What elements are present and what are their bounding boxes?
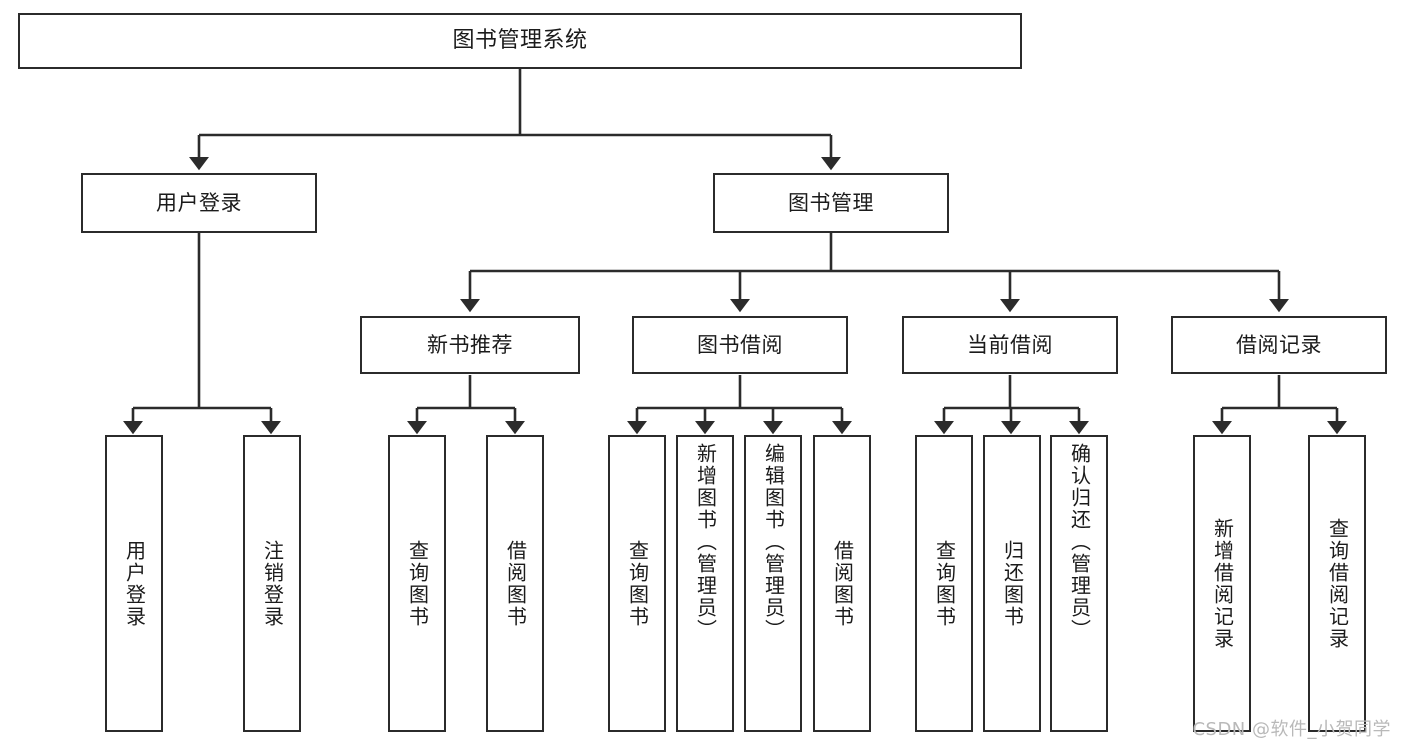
node-label: 用户登录 [156,190,242,215]
node-label: 查询图书 [625,539,650,628]
node-label: 新书推荐 [427,332,513,357]
leaf-return-book[interactable]: 归还图书 [983,435,1041,732]
leaf-user-login[interactable]: 用户登录 [105,435,163,732]
node-label: 当前借阅 [967,332,1053,357]
node-user-login[interactable]: 用户登录 [81,173,317,233]
leaf-query-book-1[interactable]: 查询图书 [388,435,446,732]
node-label: 归还图书 [1000,539,1025,628]
leaf-add-record[interactable]: 新增借阅记录 [1193,435,1251,732]
node-label: 图书借阅 [697,332,783,357]
node-label: 编辑图书（管理员） [761,443,786,641]
node-label: 新增图书（管理员） [693,443,718,641]
node-label: 新增借阅记录 [1210,517,1235,650]
node-label: 用户登录 [122,539,147,628]
node-label: 查询图书 [932,539,957,628]
node-book-borrow[interactable]: 图书借阅 [632,316,848,374]
node-label: 图书管理系统 [452,28,588,54]
csdn-watermark: CSDN @软件_小贺同学 [1192,719,1391,740]
node-label: 注销登录 [260,539,285,628]
leaf-edit-book[interactable]: 编辑图书（管理员） [744,435,802,732]
node-new-book-recommend[interactable]: 新书推荐 [360,316,580,374]
node-label: 查询借阅记录 [1325,517,1350,650]
node-label: 确认归还（管理员） [1067,443,1092,641]
node-book-management[interactable]: 图书管理 [713,173,949,233]
leaf-confirm-return[interactable]: 确认归还（管理员） [1050,435,1108,732]
leaf-query-record[interactable]: 查询借阅记录 [1308,435,1366,732]
leaf-borrow-book-2[interactable]: 借阅图书 [813,435,871,732]
leaf-query-book-3[interactable]: 查询图书 [915,435,973,732]
leaf-add-book[interactable]: 新增图书（管理员） [676,435,734,732]
node-label: 查询图书 [405,539,430,628]
node-borrow-record[interactable]: 借阅记录 [1171,316,1387,374]
node-root-book-management-system[interactable]: 图书管理系统 [18,13,1022,69]
node-label: 图书管理 [788,190,874,215]
node-current-borrow[interactable]: 当前借阅 [902,316,1118,374]
leaf-borrow-book-1[interactable]: 借阅图书 [486,435,544,732]
leaf-query-book-2[interactable]: 查询图书 [608,435,666,732]
leaf-logout-login[interactable]: 注销登录 [243,435,301,732]
node-label: 借阅图书 [503,539,528,628]
node-label: 借阅图书 [830,539,855,628]
node-label: 借阅记录 [1236,332,1322,357]
